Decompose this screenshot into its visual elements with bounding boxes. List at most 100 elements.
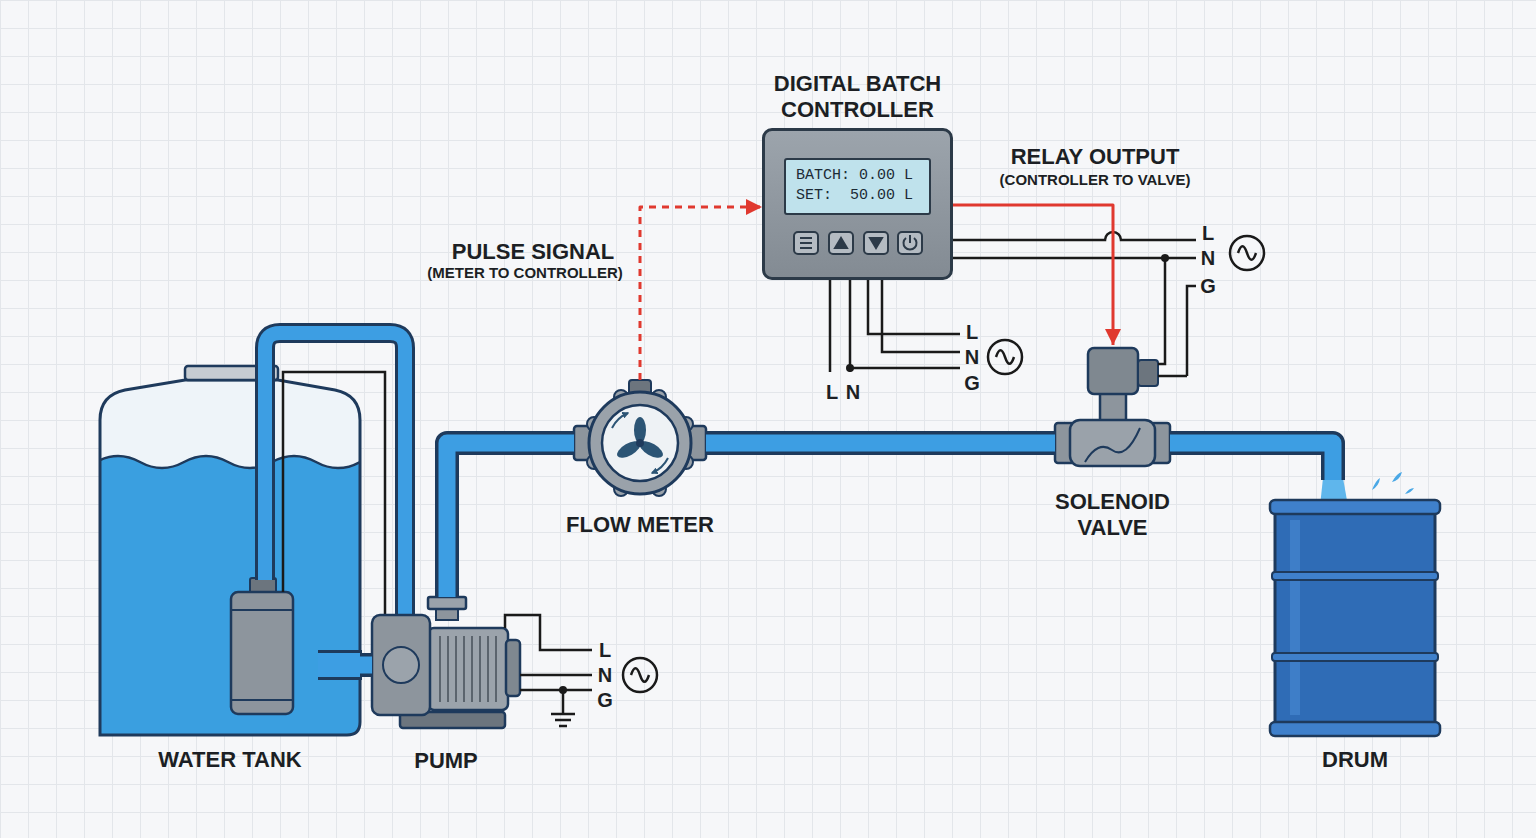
drum-drawing (1275, 505, 1435, 735)
controller-power-wires (1230, 236, 1264, 270)
controller-power-wires (953, 232, 1196, 376)
wire-label: N (965, 345, 979, 369)
display-reading: BATCH: 0.00 L (796, 166, 913, 186)
pump-power-wires (505, 615, 592, 690)
drum: DRUM (1275, 480, 1435, 735)
component-label: PUMP (366, 748, 526, 774)
wire-label: G (1200, 274, 1216, 298)
water-tank-drawing (96, 456, 404, 468)
pump-drawing (428, 628, 508, 710)
controller-heading: DIGITAL BATCH CONTROLLER (748, 71, 968, 123)
pump-drawing (383, 647, 419, 683)
drum-drawing (1270, 722, 1440, 736)
submersible-pump (231, 578, 293, 714)
solenoid-valve-drawing (1088, 348, 1138, 394)
main-pipe (706, 435, 1055, 452)
pump-power-wires (623, 658, 657, 692)
pump-power-wires (551, 690, 575, 726)
solenoid-valve-drawing (1085, 428, 1140, 462)
main-pipe (706, 443, 1055, 444)
relay-output-line (953, 205, 1113, 345)
flow-meter-drawing (636, 439, 644, 447)
control-button (794, 232, 818, 254)
intake-pipe (360, 657, 372, 674)
pulse-signal-line (640, 207, 762, 380)
intake-pipe (318, 650, 362, 680)
wire-label: N (598, 663, 612, 687)
flow-meter: FLOW METER (574, 380, 706, 496)
pump-cable (283, 372, 385, 615)
signal-note: (CONTROLLER TO VALVE) (1000, 171, 1191, 189)
control-button (864, 232, 888, 254)
control-button (898, 232, 922, 254)
wire-label: L (826, 380, 838, 404)
intake-pipe (318, 665, 362, 666)
flow-meter-drawing (574, 380, 706, 496)
control-button (904, 235, 917, 250)
solenoid-valve: SOLENOID VALVE (1055, 345, 1170, 475)
discharge-pipe (447, 443, 574, 597)
intake-pipe (360, 653, 372, 677)
control-button (794, 232, 818, 254)
control-button (800, 238, 812, 248)
flow-meter-drawing (614, 417, 665, 461)
lcd-display: BATCH: 0.00 LSET: 50.00 L (784, 158, 931, 215)
relay-output-line (953, 205, 1113, 345)
drum-drawing (1270, 472, 1440, 736)
flow-meter-drawing (614, 438, 643, 461)
outlet-pipe (1170, 443, 1333, 480)
pump-power-wires (505, 615, 657, 726)
control-button (870, 238, 882, 248)
solenoid-valve-drawing (1070, 420, 1155, 466)
control-button (898, 232, 922, 254)
component-label: SOLENOID VALVE (1038, 489, 1188, 541)
water-tank-drawing (100, 380, 360, 735)
flow-meter-drawing (589, 392, 691, 494)
controller-power-wires (1238, 246, 1256, 260)
wire-label: G (964, 371, 980, 395)
discharge-pipe (447, 443, 574, 597)
intake-pipe (318, 653, 362, 677)
signal-note: (METER TO CONTROLLER) (427, 264, 623, 282)
submersible-pump (231, 592, 293, 714)
control-button (835, 238, 847, 248)
pump-drawing (372, 615, 430, 715)
solenoid-valve-drawing (1138, 360, 1158, 386)
drum-drawing (1272, 653, 1438, 661)
flow-meter-drawing (652, 458, 668, 473)
controller-power-wires (846, 364, 854, 372)
drum-drawing (1290, 520, 1300, 715)
drum-drawing (1372, 472, 1414, 494)
wire-label: L (1202, 221, 1214, 245)
pump-drawing (372, 597, 520, 728)
pump-drawing (428, 597, 466, 609)
controller-power-wires (1161, 254, 1169, 262)
water-tank: WATER TANK (100, 365, 360, 735)
riser-pipe (265, 333, 405, 617)
control-button (829, 232, 853, 254)
riser-pipe (265, 333, 405, 617)
pulse-signal-line (640, 207, 762, 380)
solenoid-valve-drawing (1055, 348, 1170, 466)
wire-label: L (966, 320, 978, 344)
pump-drawing (440, 636, 496, 702)
main-pipe (706, 431, 1055, 455)
controller-power-wires (1158, 258, 1187, 376)
display-reading: SET: 50.00 L (796, 186, 913, 206)
flow-meter-drawing (587, 390, 693, 496)
water-tank-drawing (96, 366, 404, 740)
component-label: WATER TANK (120, 747, 340, 773)
flow-meter-drawing (637, 438, 666, 461)
intake-pipe (360, 665, 372, 666)
pump-drawing (506, 640, 520, 696)
controller-power-wires (830, 280, 960, 372)
riser-pipe (265, 333, 405, 617)
outlet-pipe (1170, 443, 1333, 480)
water-tank-drawing (96, 456, 404, 740)
controller-power-wires (996, 350, 1014, 364)
wire-label: L (599, 638, 611, 662)
signal-label: PULSE SIGNAL (452, 239, 615, 265)
control-button (864, 232, 888, 254)
